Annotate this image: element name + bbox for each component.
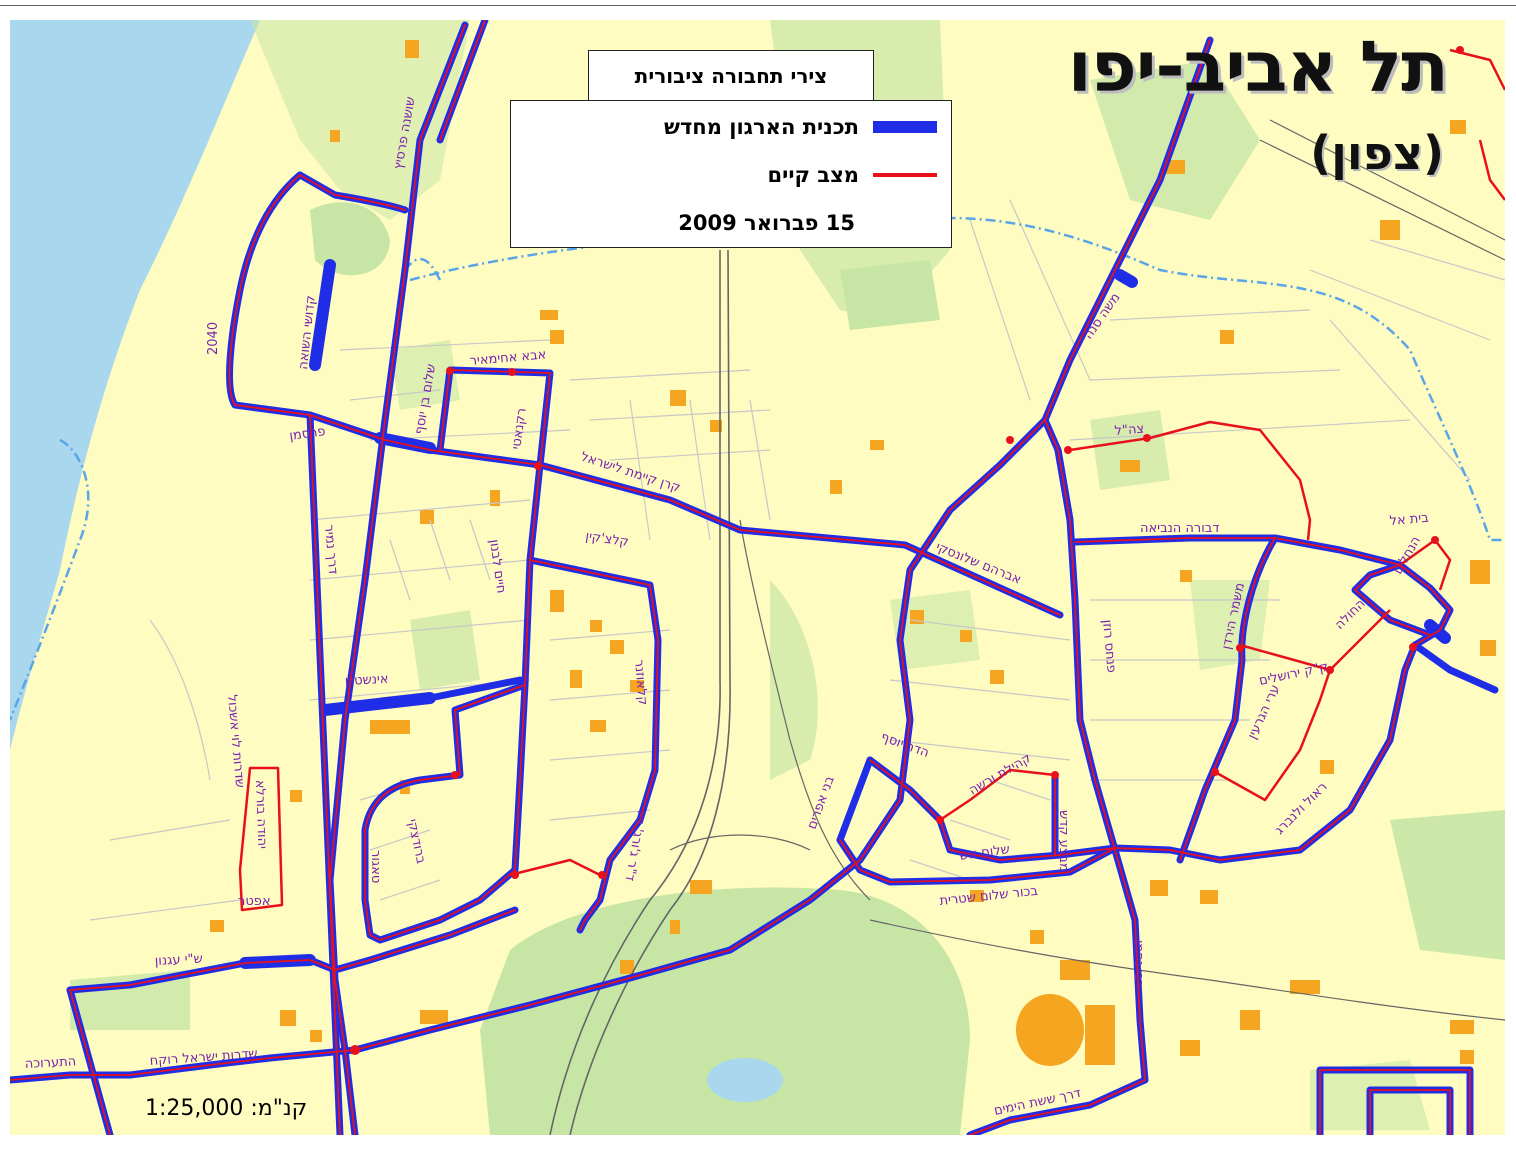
street-label: רקנאטי — [509, 407, 530, 450]
street-label: אבא אחימאיר — [469, 347, 547, 369]
street-label: דבורה הנביאה — [1140, 521, 1219, 536]
rail-corridor — [549, 119, 1505, 1135]
existing-route-northeast — [1449, 48, 1505, 201]
street-label: קלאוזנר — [631, 659, 650, 706]
street-label: דרך נמיר — [321, 524, 340, 575]
street-label: טאגור — [368, 850, 383, 883]
sea — [10, 20, 260, 750]
street-label: אפטר — [238, 894, 271, 909]
legend-date-row: 15 פברואר 2009 — [678, 211, 855, 235]
legend-swatch-blue — [873, 121, 937, 133]
street-label: חיים לבנון — [486, 538, 508, 594]
legend-date: 15 פברואר 2009 — [678, 211, 855, 235]
legend-item-planned: תכנית הארגון מחדש — [664, 115, 937, 139]
street-label: פרסמן — [288, 424, 326, 444]
legend-label-existing: מצב קיים — [767, 163, 859, 187]
buildings — [210, 40, 1496, 1064]
legend-swatch-red — [873, 173, 937, 177]
legend-item-existing: מצב קיים — [768, 163, 937, 187]
map-title: תל אביב-יפו — [1067, 26, 1449, 108]
street-label: שלום אש — [958, 842, 1010, 864]
route-network — [10, 20, 1499, 1135]
map-subtitle: (צפון) — [1310, 126, 1444, 180]
street-label: פנחס רוזן — [1099, 619, 1119, 673]
street-label: בית אל — [1389, 511, 1429, 529]
legend-label-planned: תכנית הארגון מחדש — [664, 115, 859, 139]
stop-dots — [350, 46, 1464, 1055]
lake — [707, 1058, 783, 1102]
street-label: צה"ל — [1114, 421, 1145, 439]
legend: תכנית הארגון מחדש מצב קיים 15 פברואר 200… — [510, 100, 952, 248]
map-scale: קנ"מ: 1:25,000 — [145, 1096, 308, 1121]
street-label: ש"י עגנון — [154, 952, 203, 969]
street-label: יהודה בורלא — [252, 780, 269, 850]
top-border — [0, 5, 1516, 6]
street-label: מבצע קדש — [1056, 810, 1071, 872]
street-label: התערוכה — [24, 1054, 76, 1072]
arena — [1085, 1005, 1115, 1065]
minor-streets — [89, 199, 1505, 921]
street-label: 2040 — [206, 322, 221, 355]
street-label: רבי נחמן — [1131, 940, 1146, 988]
legend-title: צירי תחבורה ציבורית — [588, 50, 874, 100]
stadium — [1016, 994, 1084, 1066]
street-label: קלצ'קין — [584, 529, 629, 550]
street-label: אינשטיין — [344, 672, 389, 689]
